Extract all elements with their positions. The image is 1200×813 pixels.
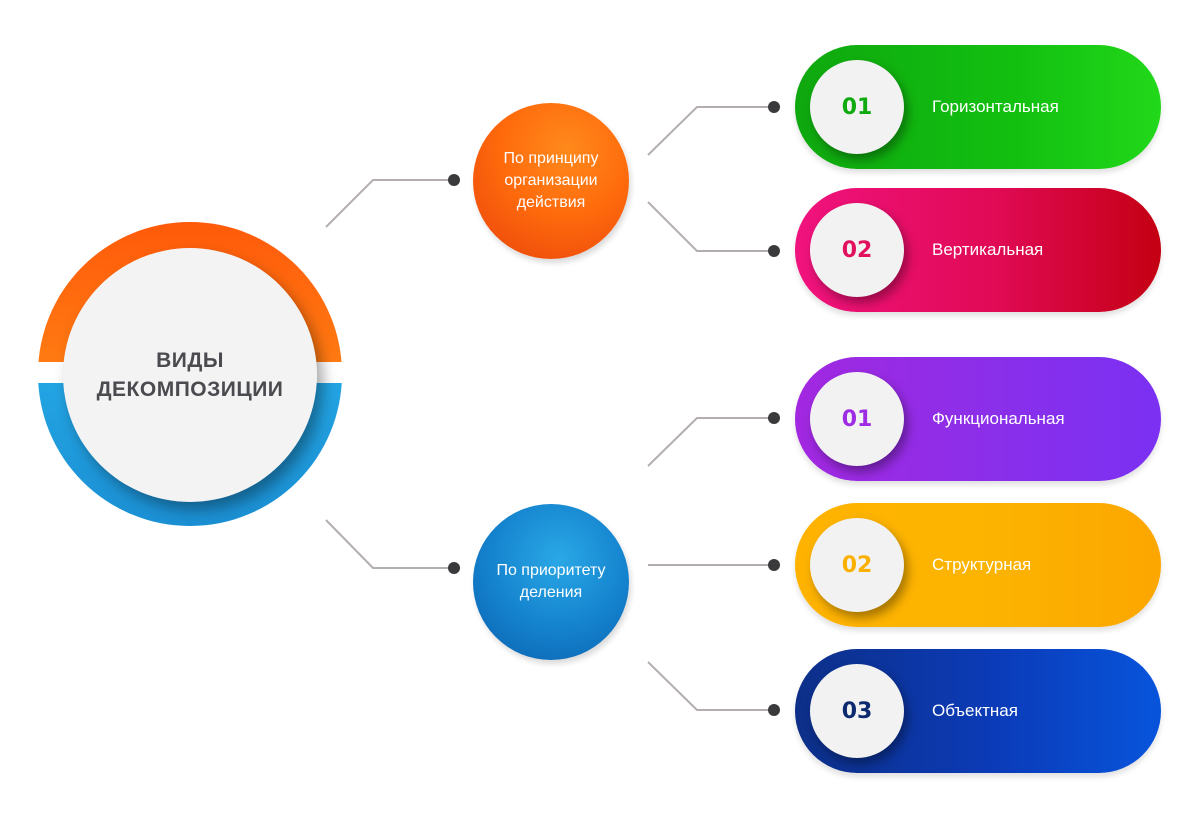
item-object: 03 Объектная <box>795 649 1161 773</box>
connector-category-1-to-item-1 <box>647 106 774 156</box>
category-node-action-organization: По принципу организации действия <box>473 103 629 259</box>
connector-dot <box>768 412 780 424</box>
category-label: По приоритету деления <box>496 562 606 601</box>
root-title: ВИДЫ ДЕКОМПОЗИЦИИ <box>96 349 284 401</box>
item-label: Объектная <box>932 701 1018 720</box>
item-vertical: 02 Вертикальная <box>795 188 1161 312</box>
category-label: По принципу организации действия <box>503 150 599 211</box>
item-number-badge: 01 <box>810 60 904 154</box>
item-number-badge: 02 <box>810 518 904 612</box>
connector-dot <box>768 101 780 113</box>
item-structural: 02 Структурная <box>795 503 1161 627</box>
connector-category-1-to-item-2 <box>647 201 774 252</box>
root-node: ВИДЫ ДЕКОМПОЗИЦИИ <box>63 248 317 502</box>
item-label: Горизонтальная <box>932 97 1059 116</box>
connector-dot <box>448 174 460 186</box>
connector-category-2-to-item-3 <box>647 417 774 467</box>
item-label: Структурная <box>932 555 1032 574</box>
connector-dot <box>768 559 780 571</box>
item-label: Вертикальная <box>932 240 1044 259</box>
connector-dot <box>448 562 460 574</box>
connector-category-2-to-item-5 <box>647 661 774 711</box>
item-horizontal: 01 Горизонтальная <box>795 45 1161 169</box>
item-number-badge: 02 <box>810 203 904 297</box>
item-label: Функциональная <box>932 409 1065 428</box>
item-number-badge: 01 <box>810 372 904 466</box>
item-functional: 01 Функциональная <box>795 357 1161 481</box>
connector-dot <box>768 245 780 257</box>
connector-root-to-category-1 <box>325 179 454 228</box>
category-node-division-priority: По приоритету деления <box>473 504 629 660</box>
item-number-badge: 03 <box>810 664 904 758</box>
connector-dot <box>768 704 780 716</box>
connector-root-to-category-2 <box>325 519 454 569</box>
